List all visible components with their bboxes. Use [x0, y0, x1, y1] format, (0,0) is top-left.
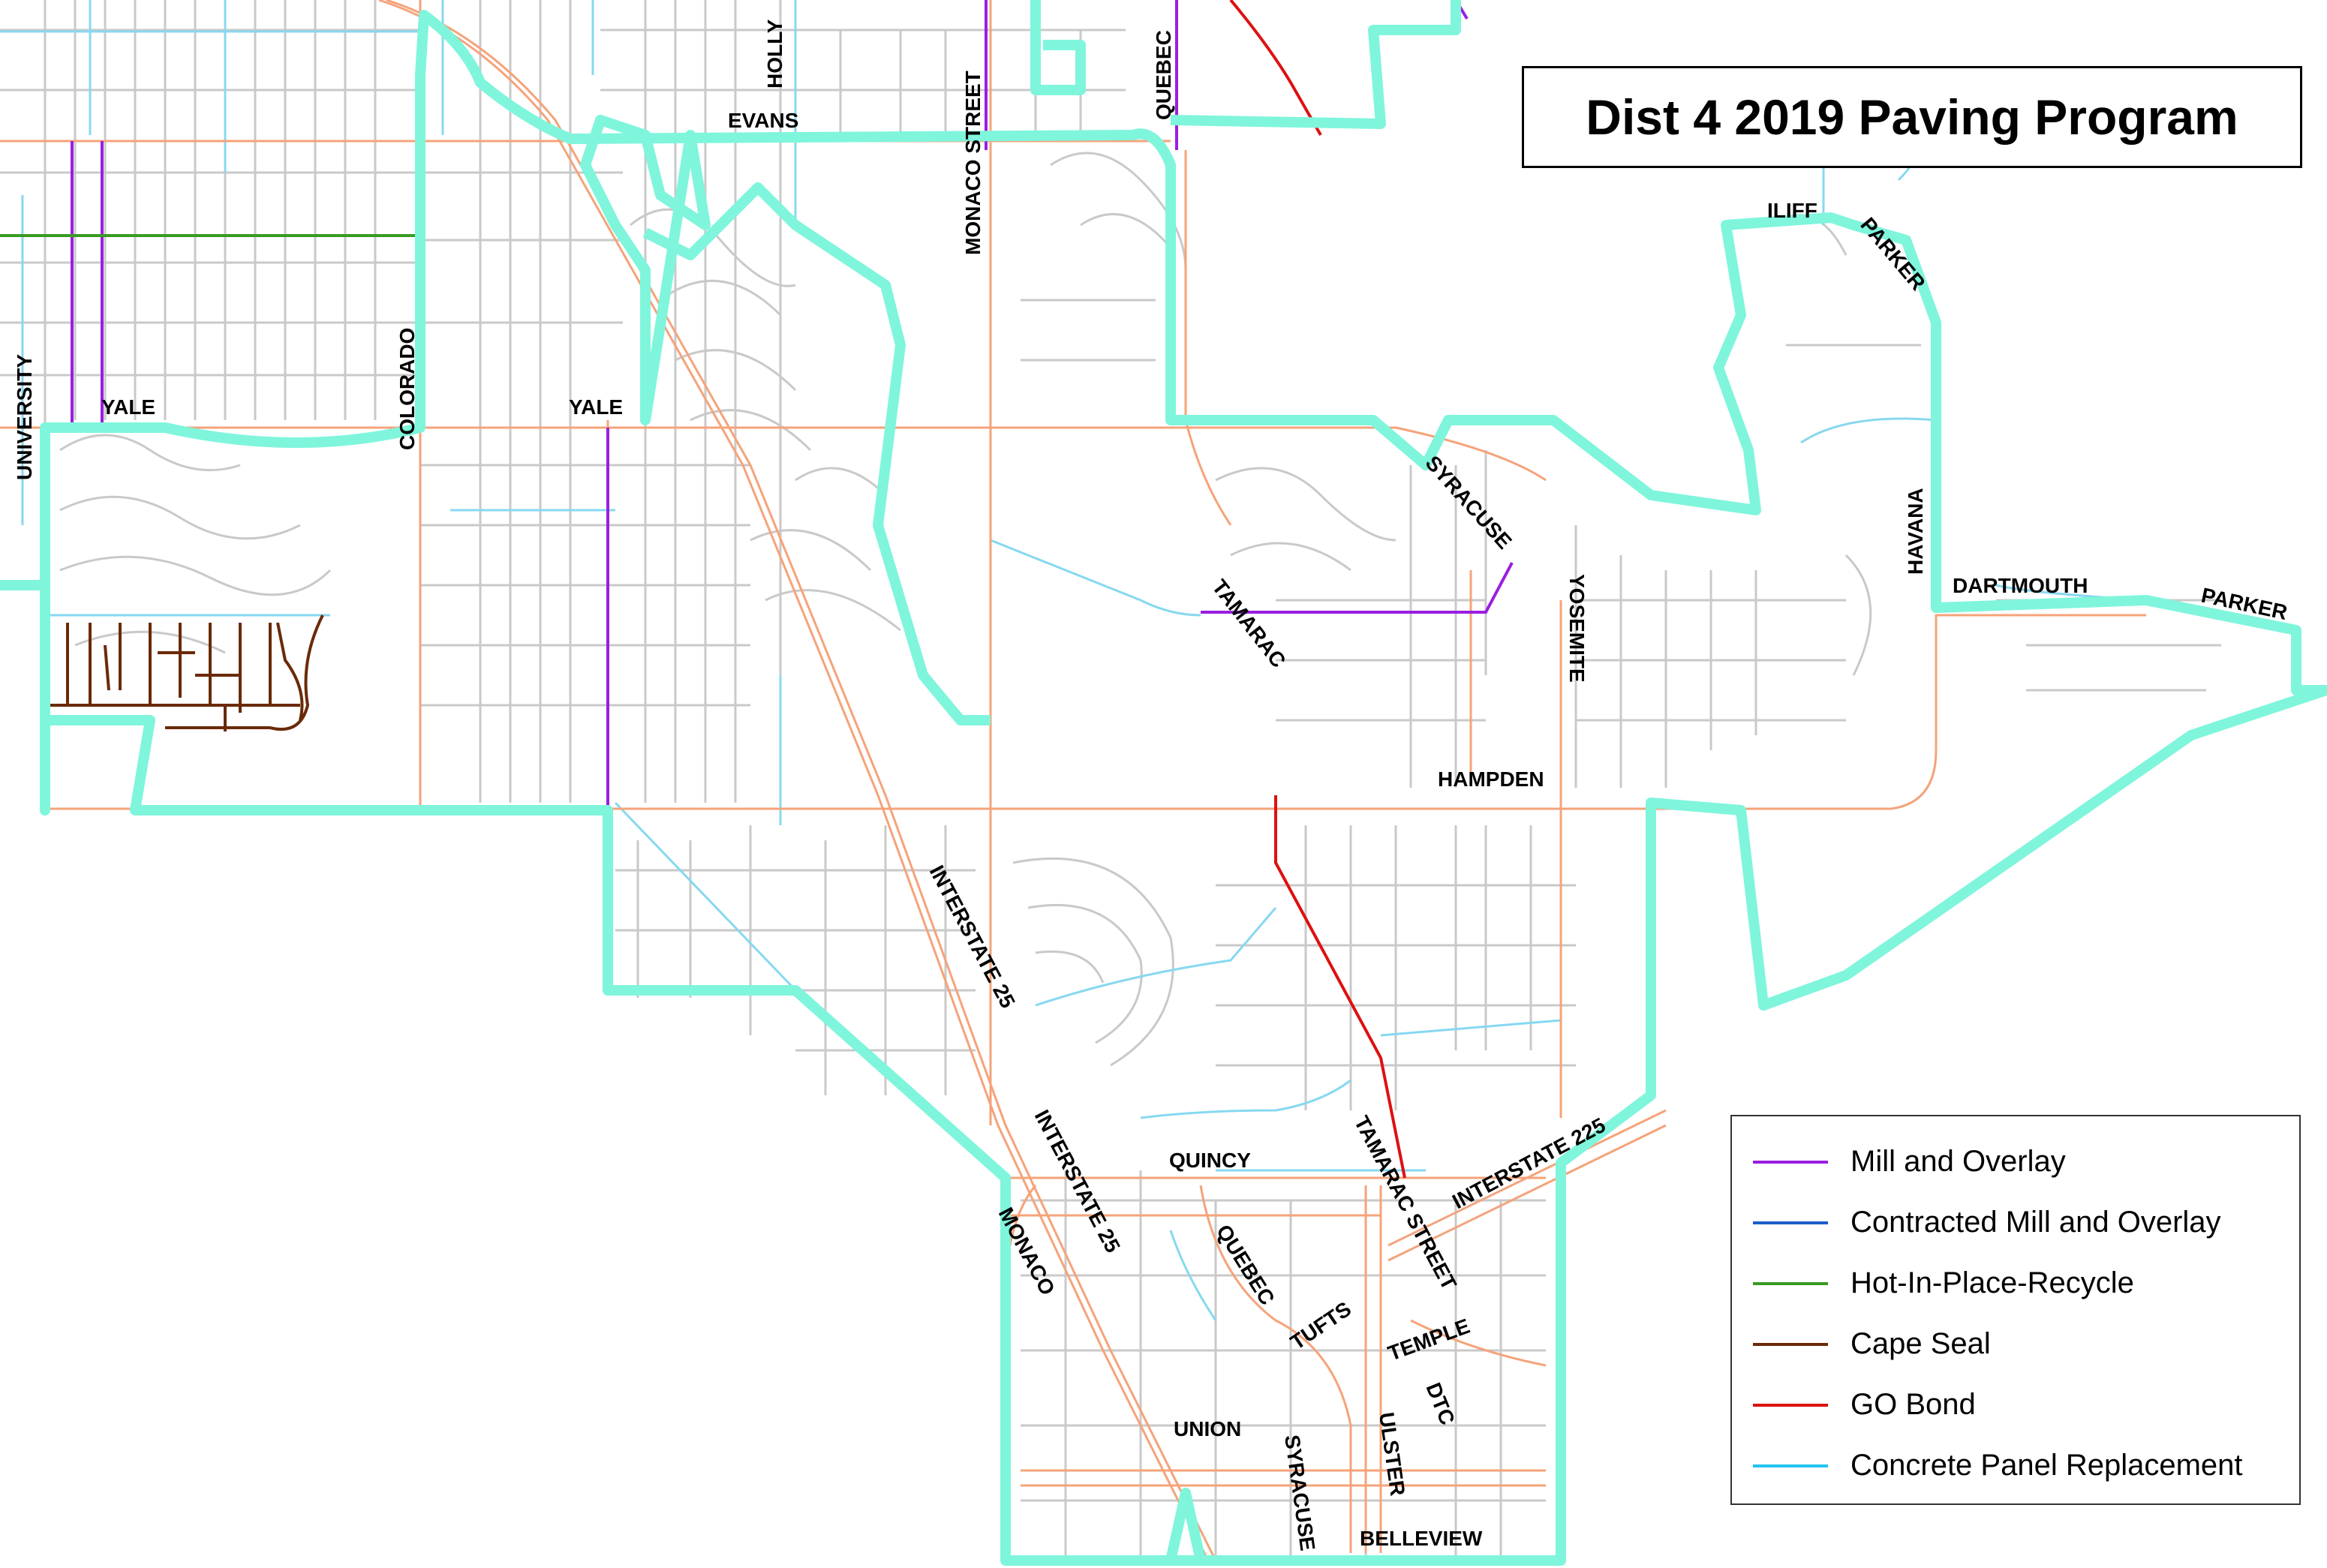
- label-syracuse-south: SYRACUSE: [1280, 1434, 1319, 1552]
- label-tufts: TUFTS: [1286, 1297, 1355, 1354]
- label-colorado: COLORADO: [395, 328, 419, 450]
- label-yale-center: YALE: [569, 395, 623, 419]
- label-hampden: HAMPDEN: [1438, 767, 1544, 791]
- label-interstate-25-south: INTERSTATE 25: [1030, 1106, 1125, 1256]
- label-quebec-south: QUEBEC: [1212, 1221, 1279, 1309]
- label-belleview: BELLEVIEW: [1360, 1527, 1483, 1550]
- legend-swatch: [1753, 1281, 1828, 1285]
- district-boundary: [40, 10, 2327, 1566]
- map-title: Dist 4 2019 Paving Program: [1586, 89, 2238, 145]
- label-dtc: DTC: [1421, 1380, 1459, 1428]
- label-quincy: QUINCY: [1169, 1149, 1251, 1172]
- district-boundary-north-notch: [1030, 0, 1461, 129]
- label-yale-west: YALE: [101, 395, 155, 419]
- legend-item: GO Bond: [1753, 1374, 2299, 1435]
- go-bond-segments: [1229, 0, 1406, 1179]
- legend-label: Cape Seal: [1850, 1327, 1991, 1360]
- legend-swatch: [1753, 1464, 1828, 1467]
- label-union: UNION: [1174, 1417, 1241, 1440]
- label-tamarac: TAMARAC: [1207, 575, 1290, 672]
- label-temple: TEMPLE: [1384, 1314, 1472, 1365]
- legend-item: Contracted Mill and Overlay: [1753, 1192, 2299, 1253]
- legend-label: Contracted Mill and Overlay: [1850, 1206, 2221, 1239]
- map-title-box: Dist 4 2019 Paving Program: [1522, 66, 2302, 168]
- label-quebec-north: QUEBEC: [1152, 30, 1175, 120]
- legend-item: Cape Seal: [1753, 1314, 2299, 1374]
- legend-item: Concrete Panel Replacement: [1753, 1435, 2299, 1496]
- mill-and-overlay-segments: [71, 0, 1514, 810]
- label-iliff: ILIFF: [1767, 199, 1817, 222]
- legend-swatch: [1753, 1160, 1828, 1164]
- legend-label: GO Bond: [1850, 1388, 1976, 1421]
- legend-item: Hot-In-Place-Recycle: [1753, 1253, 2299, 1314]
- legend-label: Hot-In-Place-Recycle: [1850, 1266, 2134, 1299]
- cape-seal-segments: [45, 614, 324, 731]
- label-evans: EVANS: [728, 109, 798, 132]
- district-boundary-west-spur: [0, 115, 711, 590]
- label-holly: HOLLY: [763, 19, 786, 89]
- label-dartmouth: DARTMOUTH: [1953, 574, 2088, 597]
- label-interstate-225: INTERSTATE 225: [1448, 1113, 1609, 1214]
- label-university: UNIVERSITY: [13, 354, 36, 480]
- district-boundary-south-notch: [1165, 1488, 1206, 1562]
- legend-label: Concrete Panel Replacement: [1850, 1449, 2243, 1482]
- legend-item: Mill and Overlay: [1753, 1131, 2299, 1192]
- legend-swatch: [1753, 1221, 1828, 1224]
- legend-swatch: [1753, 1342, 1828, 1346]
- label-monaco-street: MONACO STREET: [961, 71, 985, 255]
- label-parker-ne: PARKER: [1856, 213, 1929, 295]
- label-yosemite: YOSEMITE: [1565, 574, 1589, 683]
- legend: Mill and Overlay Contracted Mill and Ove…: [1730, 1115, 2301, 1505]
- label-havana: HAVANA: [1904, 488, 1927, 575]
- legend-swatch: [1753, 1403, 1828, 1407]
- district-boundary-center-spur: [642, 182, 991, 725]
- legend-label: Mill and Overlay: [1850, 1145, 2066, 1178]
- concrete-panel-lines: [0, 0, 2147, 1321]
- label-syracuse-north: SYRACUSE: [1421, 451, 1517, 553]
